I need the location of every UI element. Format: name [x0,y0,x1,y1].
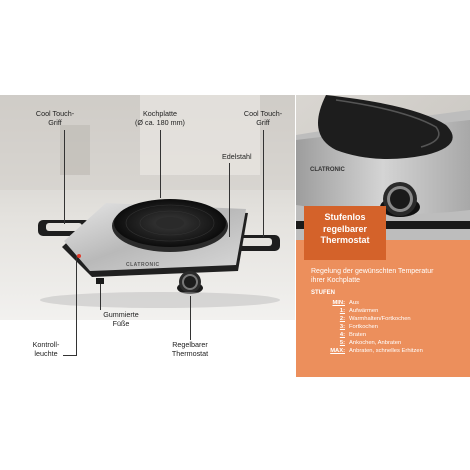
pointer-line [76,256,77,356]
pointer-line [100,284,101,310]
brand-logo-right: CLATRONIC [310,167,345,173]
hotplate-illustration [0,95,295,320]
product-photo: CLATRONIC [0,95,295,320]
brand-logo-left: CLATRONIC [126,262,160,268]
stufen-title: STUFEN [311,290,335,296]
feature-badge: Stufenlos regelbarer Thermostat [304,206,386,260]
label-edelstahl: Edelstahl [222,152,252,161]
pointer-line [160,130,161,198]
pointer-line [229,163,230,237]
thermostat-description: Regelung der gewünschten Temperatur ihre… [311,268,434,284]
stufen-list: MIN: Aus 1: Aufwärmen 2: Warmhalten/Fort… [330,300,423,354]
label-kochplatte: Kochplatte(Ø ca. 180 mm) [135,109,185,127]
label-cool-touch-left: Cool Touch-Griff [35,109,75,127]
pointer-line [63,355,76,356]
label-kontrollleuchte: Kontroll-leuchte [32,340,60,358]
label-cool-touch-right: Cool Touch-Griff [243,109,283,127]
pointer-line [263,130,264,237]
pointer-line [190,296,191,340]
pointer-line [64,130,65,224]
thermostat-info-panel: CLATRONIC Stufenlos regelbarer Thermosta… [296,95,470,377]
